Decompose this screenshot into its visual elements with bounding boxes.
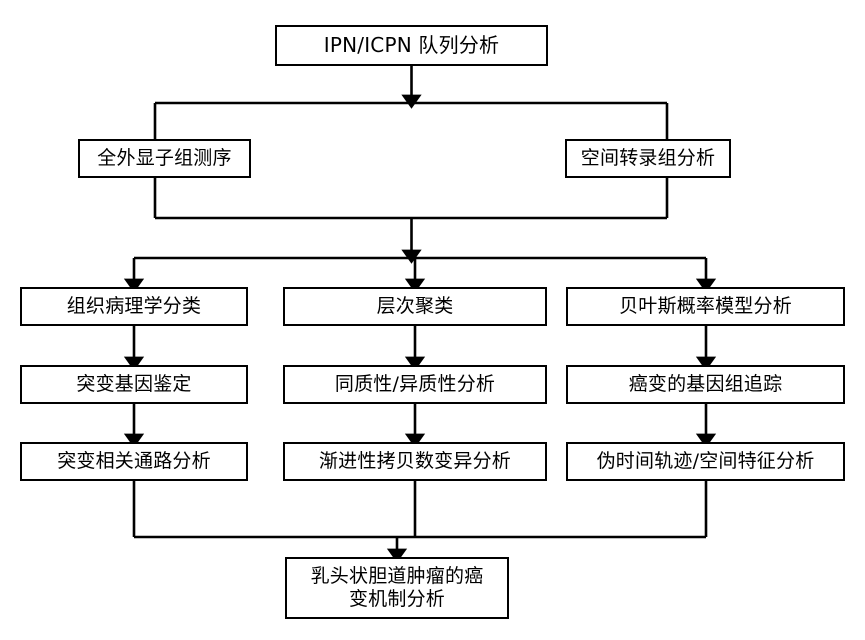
node-root-label: IPN/ICPN 队列分析 — [323, 33, 500, 58]
node-pseudotime-spatial-analysis[interactable]: 伪时间轨迹/空间特征分析 — [566, 442, 845, 481]
node-whole-exome-sequencing[interactable]: 全外显子组测序 — [78, 139, 251, 178]
node-bayesian-probability-model[interactable]: 贝叶斯概率模型分析 — [566, 287, 845, 326]
node-final-carcinogenesis-mechanism[interactable]: 乳头状胆道肿瘤的癌 变机制分析 — [285, 557, 509, 619]
node-progressive-cnv-analysis[interactable]: 渐进性拷贝数变异分析 — [283, 442, 547, 481]
node-final-line-2: 变机制分析 — [348, 588, 445, 610]
node-hierarchical-clustering[interactable]: 层次聚类 — [283, 287, 547, 326]
node-mutant-gene-identification-label: 突变基因鉴定 — [76, 372, 192, 395]
node-histopathology-classification[interactable]: 组织病理学分类 — [20, 287, 248, 326]
node-bayesian-probability-model-label: 贝叶斯概率模型分析 — [619, 294, 792, 317]
node-spatial-transcriptomics[interactable]: 空间转录组分析 — [565, 139, 731, 178]
node-mutation-pathway-analysis[interactable]: 突变相关通路分析 — [20, 442, 248, 481]
node-homogeneity-heterogeneity-analysis-label: 同质性/异质性分析 — [334, 372, 496, 395]
node-histopathology-classification-label: 组织病理学分类 — [66, 294, 202, 317]
node-final-line-1: 乳头状胆道肿瘤的癌 — [310, 564, 484, 587]
node-progressive-cnv-analysis-label: 渐进性拷贝数变异分析 — [318, 449, 511, 472]
node-hierarchical-clustering-label: 层次聚类 — [376, 294, 454, 317]
node-pseudotime-spatial-analysis-label: 伪时间轨迹/空间特征分析 — [596, 449, 815, 472]
node-spatial-transcriptomics-label: 空间转录组分析 — [580, 146, 716, 169]
node-carcinogenesis-genome-tracking[interactable]: 癌变的基因组追踪 — [566, 365, 845, 404]
node-whole-exome-sequencing-label: 全外显子组测序 — [97, 146, 232, 169]
node-carcinogenesis-genome-tracking-label: 癌变的基因组追踪 — [628, 372, 783, 395]
node-mutant-gene-identification[interactable]: 突变基因鉴定 — [20, 365, 248, 404]
node-final-carcinogenesis-mechanism-label: 乳头状胆道肿瘤的癌 变机制分析 — [287, 565, 507, 611]
node-root[interactable]: IPN/ICPN 队列分析 — [275, 25, 548, 66]
node-homogeneity-heterogeneity-analysis[interactable]: 同质性/异质性分析 — [283, 365, 547, 404]
node-mutation-pathway-analysis-label: 突变相关通路分析 — [57, 449, 211, 472]
